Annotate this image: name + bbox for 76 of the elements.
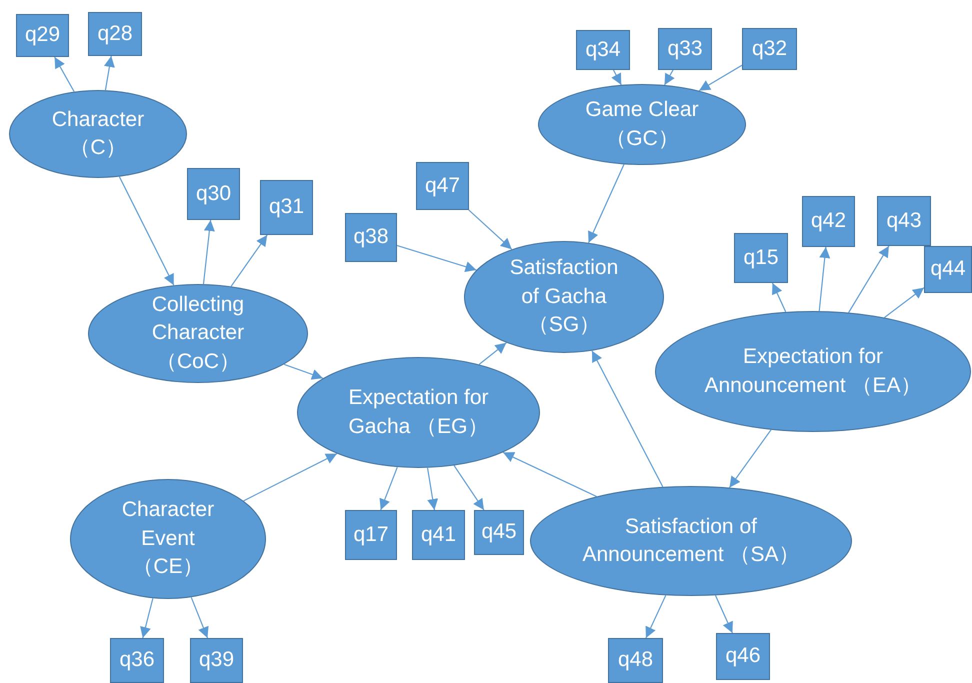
arrow — [243, 453, 338, 502]
arrow — [848, 246, 890, 313]
question-box — [608, 638, 663, 683]
arrow — [396, 244, 477, 272]
arrow — [884, 287, 924, 318]
question-box — [345, 510, 397, 560]
node-label: q33 — [667, 36, 703, 62]
node-label: q15 — [743, 244, 779, 271]
node-label: q47 — [424, 172, 460, 199]
node-label: q36 — [119, 647, 155, 674]
question-box — [734, 233, 788, 283]
arrow — [714, 595, 733, 634]
question-box — [924, 246, 972, 293]
node-label: q46 — [725, 643, 761, 670]
question-box — [877, 196, 931, 246]
arrow — [588, 164, 624, 243]
arrow — [664, 70, 675, 86]
question-box — [802, 196, 855, 247]
node-label: Satisfaction of Announcement （SA） — [581, 514, 801, 568]
arrow — [818, 246, 830, 312]
node-label: q43 — [886, 208, 922, 234]
arrow — [118, 176, 174, 286]
question-box — [88, 12, 142, 56]
arrow — [729, 430, 772, 488]
node-label: Game Clear（GC） — [584, 97, 700, 152]
node-label: q42 — [810, 208, 846, 234]
arrow — [502, 452, 597, 497]
question-box — [576, 30, 630, 70]
node-label: Satisfaction of Gacha （SG） — [508, 255, 620, 338]
node-label: Expectation for Announcement （EA） — [703, 344, 923, 398]
question-box — [742, 28, 797, 70]
node-label: q29 — [24, 22, 60, 48]
question-box — [474, 510, 524, 555]
arrow — [698, 64, 742, 92]
arrow — [427, 468, 438, 510]
node-label: q39 — [198, 647, 234, 674]
node-label: q34 — [585, 36, 621, 63]
node-label: q30 — [196, 180, 232, 207]
arrow — [104, 56, 115, 90]
arrow — [202, 220, 215, 284]
question-box — [416, 162, 469, 210]
node-label: Expectation for Gacha （EG） — [347, 385, 490, 440]
node-label: q45 — [481, 519, 517, 546]
arrow — [645, 595, 666, 638]
node-label: Collecting Character （CoC） — [150, 292, 246, 375]
node-label: q31 — [268, 194, 304, 220]
arrow — [190, 597, 209, 638]
node-label: Character （C） — [50, 106, 146, 161]
arrow — [454, 465, 484, 510]
node-label: q48 — [618, 647, 654, 674]
arrow — [772, 282, 786, 312]
node-label: q44 — [930, 256, 966, 282]
question-box — [16, 14, 69, 57]
arrow — [380, 466, 398, 510]
node-label: q17 — [353, 522, 389, 548]
node-label: q38 — [353, 224, 389, 250]
arrow — [478, 342, 507, 365]
arrow — [140, 598, 154, 638]
node-label: q32 — [752, 36, 788, 62]
arrow — [592, 350, 664, 488]
question-box — [260, 180, 313, 235]
node-label: q41 — [420, 522, 456, 548]
arrow — [284, 364, 324, 380]
question-box — [187, 168, 240, 220]
question-box — [716, 633, 770, 680]
arrow — [468, 210, 512, 250]
arrow — [611, 70, 622, 86]
question-box — [110, 638, 164, 683]
question-box — [412, 510, 465, 560]
node-label: q28 — [97, 20, 133, 47]
question-box — [190, 638, 243, 683]
question-box — [345, 213, 397, 262]
question-box — [658, 28, 712, 70]
node-label: Character Event （CE） — [120, 497, 216, 580]
arrow — [230, 234, 268, 287]
arrow — [54, 56, 75, 92]
